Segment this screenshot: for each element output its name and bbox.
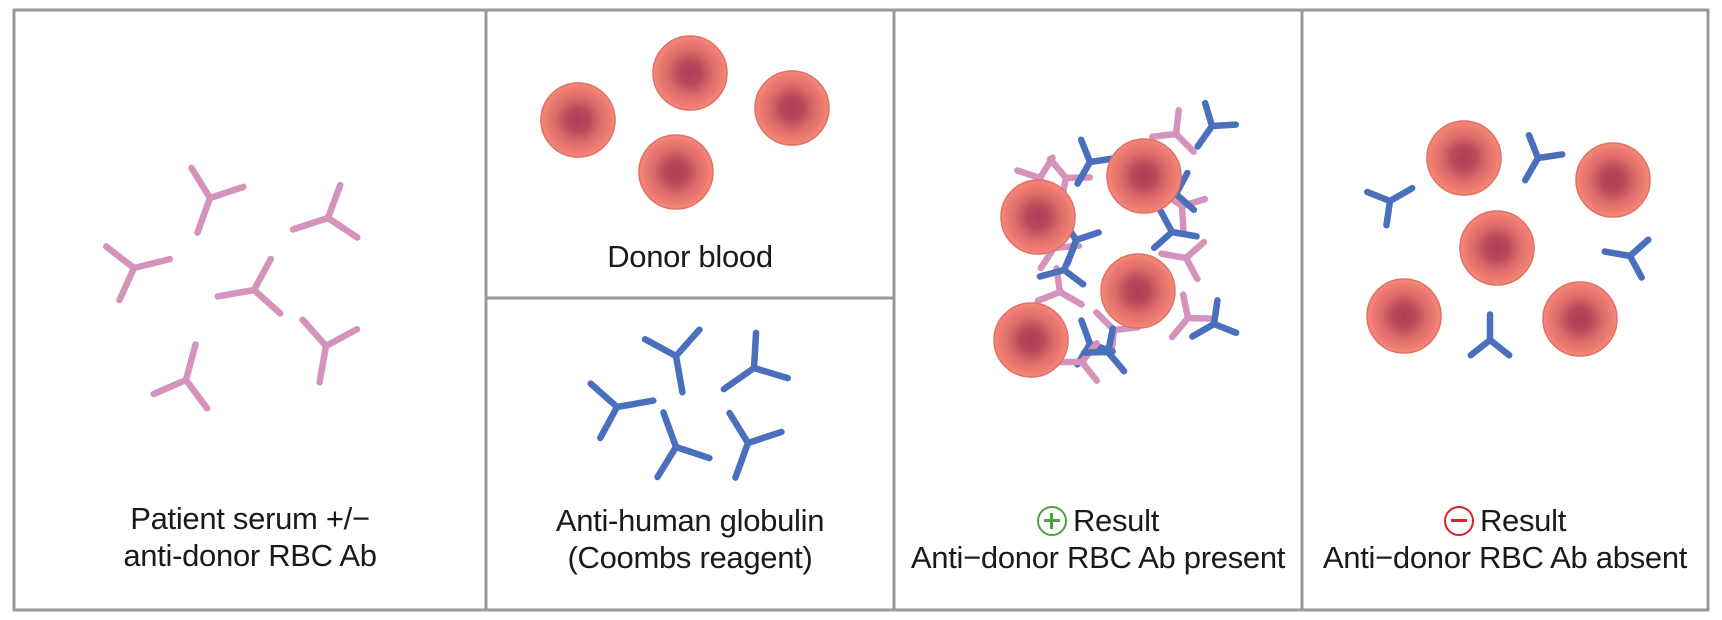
coombs-antibody-icon bbox=[1150, 207, 1200, 252]
negative-label: Result Anti−donor RBC Ab absent bbox=[1304, 502, 1706, 576]
negative-label-line2: Anti−donor RBC Ab absent bbox=[1322, 540, 1688, 575]
coombs-antibody-icon bbox=[587, 380, 657, 442]
coombs-antibody-icon bbox=[1036, 244, 1087, 288]
donor-rbc-icon bbox=[652, 35, 728, 111]
serum-label-line1: Patient serum +/− bbox=[130, 501, 370, 536]
coombs-antibody-icon bbox=[654, 409, 713, 481]
donor-label: Donor blood bbox=[488, 238, 892, 275]
outer-frame bbox=[12, 8, 1710, 612]
coombs-antibody-icon bbox=[1601, 236, 1652, 281]
free-rbc-icon bbox=[1459, 210, 1535, 286]
panel-patient-serum bbox=[102, 164, 361, 412]
minus-circle-icon bbox=[1443, 505, 1474, 536]
free-rbc-icon bbox=[1575, 142, 1651, 218]
coombs-antibody-icon bbox=[1074, 136, 1117, 187]
coombs-antibody-icon bbox=[1189, 297, 1240, 340]
coombs-antibody-icon bbox=[1363, 184, 1416, 229]
positive-result-text: Result bbox=[1072, 503, 1160, 538]
coombs-antibody-icon bbox=[641, 326, 703, 396]
patient-antibody-icon bbox=[1168, 291, 1216, 341]
patient-antibody-icon bbox=[150, 341, 211, 412]
negative-result-line: Result bbox=[1304, 502, 1706, 539]
panel-coombs-reagent bbox=[587, 326, 791, 481]
coombs-label-line2: (Coombs reagent) bbox=[567, 540, 813, 575]
patient-antibody-icon bbox=[188, 164, 247, 236]
positive-label: Result Anti−donor RBC Ab present bbox=[896, 502, 1300, 576]
patient-antibody-icon bbox=[289, 181, 361, 241]
positive-result-line: Result bbox=[896, 502, 1300, 539]
panel-donor-blood bbox=[540, 35, 830, 210]
patient-antibody-icon bbox=[102, 243, 173, 304]
coombs-antibody-icon bbox=[1521, 131, 1566, 184]
coombs-antibody-icon bbox=[1467, 311, 1513, 359]
donor-rbc-icon bbox=[638, 134, 714, 210]
coombs-label-line1: Anti-human globulin bbox=[555, 503, 825, 538]
serum-label-line2: anti-donor RBC Ab bbox=[123, 538, 377, 573]
free-rbc-icon bbox=[1366, 278, 1442, 354]
panel-frames bbox=[12, 8, 1710, 612]
donor-label-text: Donor blood bbox=[607, 239, 773, 274]
panel-negative-result bbox=[1363, 120, 1652, 359]
serum-label: Patient serum +/− anti-donor RBC Ab bbox=[16, 500, 484, 574]
agglutinated-rbc-icon bbox=[1106, 138, 1182, 214]
patient-antibody-icon bbox=[214, 255, 284, 317]
plus-circle-icon bbox=[1036, 505, 1067, 536]
coombs-antibody-icon bbox=[720, 329, 791, 393]
donor-rbc-icon bbox=[540, 82, 616, 158]
patient-antibody-icon bbox=[1158, 238, 1208, 283]
coombs-antibody-icon bbox=[1080, 325, 1128, 375]
coombs-antibody-icon bbox=[726, 409, 785, 481]
coombs-label: Anti-human globulin (Coombs reagent) bbox=[488, 502, 892, 576]
patient-antibody-icon bbox=[299, 316, 361, 386]
donor-rbc-icon bbox=[754, 70, 830, 146]
coombs-antibody-icon bbox=[1194, 99, 1240, 150]
free-rbc-icon bbox=[1426, 120, 1502, 196]
patient-antibody-icon bbox=[1149, 107, 1197, 155]
negative-result-text: Result bbox=[1479, 503, 1567, 538]
free-rbc-icon bbox=[1542, 281, 1618, 357]
agglutinated-rbc-icon bbox=[993, 302, 1069, 378]
panel-positive-result bbox=[993, 99, 1240, 384]
agglutinated-rbc-icon bbox=[1000, 179, 1076, 255]
agglutinated-rbc-icon bbox=[1100, 253, 1176, 329]
positive-label-line2: Anti−donor RBC Ab present bbox=[910, 540, 1286, 575]
